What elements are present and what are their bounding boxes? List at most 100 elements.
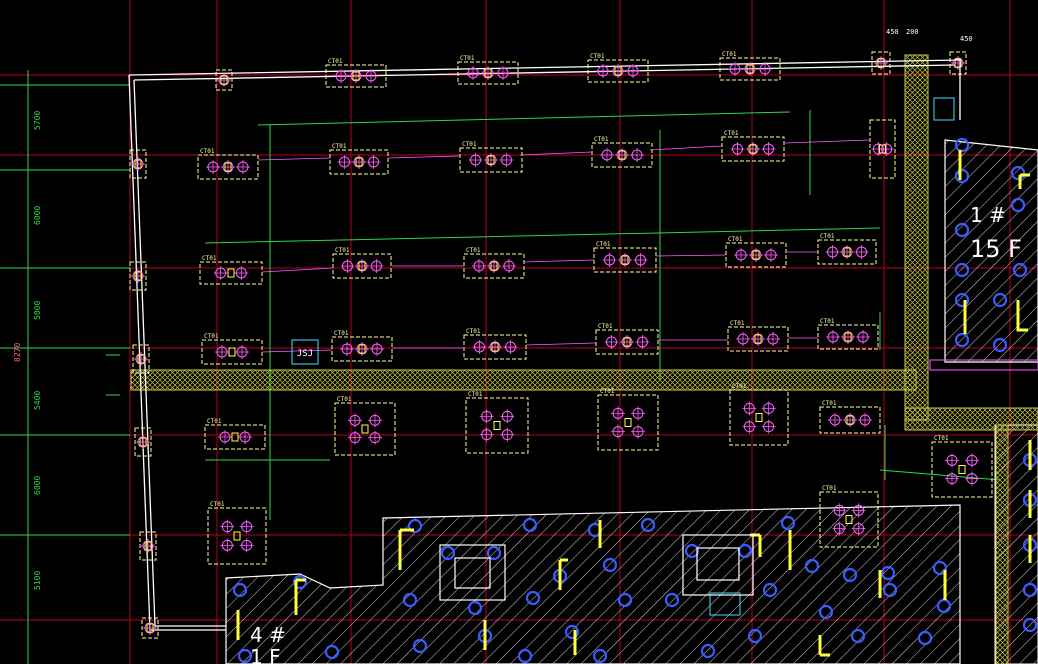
left-dim-6: 5100 bbox=[33, 571, 42, 590]
building-4-number: 4 # bbox=[250, 623, 286, 647]
column bbox=[491, 342, 499, 352]
equipment-pit[interactable] bbox=[439, 534, 754, 601]
pile bbox=[826, 330, 840, 344]
pile bbox=[761, 142, 776, 156]
pile-cap bbox=[869, 119, 896, 179]
building-pile bbox=[486, 545, 502, 561]
detail-box-label: JSJ bbox=[297, 349, 313, 359]
pile bbox=[746, 142, 760, 156]
pile-cap: CT01 bbox=[819, 400, 881, 434]
building-1-floors: 15 F bbox=[970, 235, 1022, 263]
pile bbox=[496, 66, 510, 80]
pile bbox=[851, 521, 866, 536]
top-dim-1: 450 bbox=[886, 28, 899, 36]
pile bbox=[503, 340, 518, 354]
building-pile bbox=[640, 517, 656, 533]
pile bbox=[730, 142, 745, 156]
column bbox=[846, 415, 854, 425]
pile bbox=[858, 413, 872, 427]
pile bbox=[631, 424, 645, 439]
pile bbox=[500, 427, 515, 442]
column bbox=[752, 250, 760, 260]
building-pile bbox=[324, 644, 340, 660]
pile-cap: CT01 bbox=[199, 255, 263, 285]
building-pile bbox=[954, 292, 970, 308]
cap-label: CT01 bbox=[596, 241, 611, 248]
pile bbox=[218, 430, 232, 444]
building-pile bbox=[237, 648, 253, 664]
building-pile bbox=[602, 557, 618, 573]
pile-cap: CT01 bbox=[463, 328, 527, 360]
pile bbox=[633, 253, 648, 267]
cap-label: CT01 bbox=[728, 236, 743, 243]
building-pile bbox=[917, 630, 933, 646]
pile-cap: CT01 bbox=[332, 247, 392, 279]
left-dimension-labels: 5700 6000 5000 5400 6000 5100 8270 bbox=[13, 111, 42, 590]
pile-cap: CT01 bbox=[817, 233, 877, 265]
pile bbox=[618, 253, 632, 267]
retaining-wall[interactable] bbox=[130, 54, 1038, 664]
building-pile bbox=[954, 222, 970, 238]
building-pile bbox=[1010, 197, 1026, 213]
left-dim-1: 5700 bbox=[33, 111, 42, 130]
pile bbox=[749, 248, 763, 262]
pile bbox=[502, 259, 516, 273]
pile bbox=[631, 406, 645, 421]
pile-cap: CT01 bbox=[727, 320, 789, 352]
column bbox=[355, 157, 363, 167]
building-pile bbox=[664, 592, 680, 608]
pile bbox=[487, 259, 501, 273]
pile bbox=[479, 409, 494, 424]
column bbox=[231, 432, 239, 442]
pile bbox=[604, 335, 619, 349]
cap-label: CT01 bbox=[335, 247, 350, 254]
pile bbox=[484, 153, 498, 167]
pile bbox=[215, 345, 229, 359]
tie-beam bbox=[655, 254, 727, 257]
pile bbox=[337, 155, 352, 169]
cap-label: CT01 bbox=[594, 136, 609, 143]
pile bbox=[239, 538, 254, 553]
column bbox=[487, 155, 495, 165]
pile bbox=[352, 155, 366, 169]
pile-cap: CT01 bbox=[931, 435, 993, 498]
column bbox=[621, 255, 629, 265]
tie-beam bbox=[519, 151, 593, 156]
building-pile bbox=[292, 574, 308, 590]
pile-cap bbox=[132, 344, 150, 374]
pile bbox=[355, 342, 369, 356]
pile-cap bbox=[141, 617, 159, 639]
top-dim-2: 200 bbox=[906, 28, 919, 36]
pile bbox=[238, 430, 252, 444]
dimension-line bbox=[257, 111, 791, 126]
column bbox=[220, 75, 228, 85]
cap-label: CT01 bbox=[204, 333, 219, 340]
cap-label: CT01 bbox=[332, 143, 347, 150]
column bbox=[754, 334, 762, 344]
pile bbox=[874, 56, 888, 70]
shear-wall bbox=[294, 578, 306, 615]
column bbox=[755, 413, 763, 422]
pile bbox=[472, 340, 487, 354]
pile bbox=[236, 160, 250, 174]
building-1-outline[interactable] bbox=[929, 139, 1038, 371]
pile bbox=[206, 160, 220, 174]
building-4-outline[interactable] bbox=[225, 504, 961, 664]
pile bbox=[348, 430, 362, 445]
pile-cap: CT01 bbox=[457, 55, 519, 85]
pile bbox=[348, 413, 362, 428]
pile bbox=[334, 69, 348, 83]
pile bbox=[751, 332, 765, 346]
column bbox=[227, 268, 235, 278]
column bbox=[746, 64, 754, 74]
pile bbox=[841, 330, 855, 344]
pile bbox=[220, 538, 235, 553]
pile bbox=[349, 69, 363, 83]
column bbox=[954, 58, 962, 68]
detail-box[interactable]: JSJ bbox=[291, 97, 955, 616]
column bbox=[493, 421, 501, 430]
pile bbox=[600, 148, 614, 162]
building-pile bbox=[747, 628, 763, 644]
